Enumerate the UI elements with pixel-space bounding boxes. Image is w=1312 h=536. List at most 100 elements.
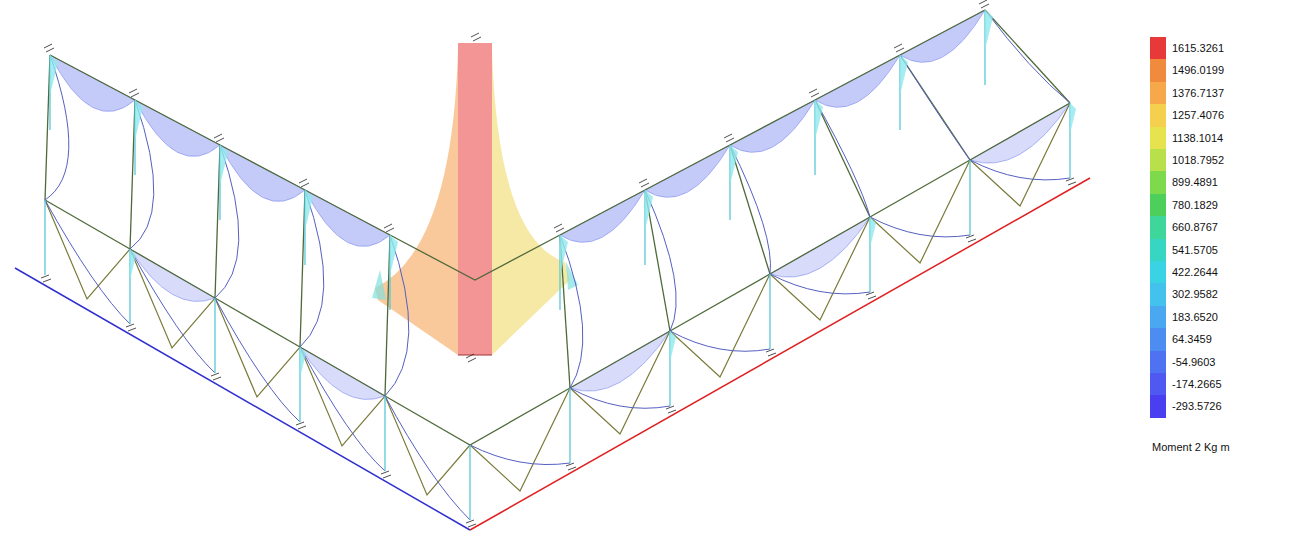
legend-row: 183.6520 [1150,306,1300,328]
cable-arc [560,235,583,388]
legend-row: 302.9582 [1150,283,1300,305]
legend-value: 1018.7952 [1172,149,1224,171]
column-moment [670,331,676,362]
legend-row: 1376.7137 [1150,82,1300,104]
beam [45,103,1070,445]
beam [985,10,1070,103]
column-moment [130,249,136,280]
beam [645,190,670,331]
cable-arc [770,274,870,294]
column [769,274,770,349]
legend-value: 899.4891 [1172,171,1218,193]
legend-swatch [1150,395,1166,417]
legend-value: 1496.0199 [1172,59,1224,81]
legend-value: 1138.1014 [1172,127,1223,149]
column [44,200,45,275]
beam [130,100,135,249]
legend-row: 1018.7952 [1150,149,1300,171]
legend-swatch [1150,59,1166,81]
beam [815,100,870,217]
column-moment [50,55,58,95]
brace [470,103,1070,491]
legend-value: 422.2644 [1172,261,1218,283]
legend-row: 422.2644 [1150,261,1300,283]
column-moment [135,100,143,140]
legend-swatch [1150,306,1166,328]
cable-arc [815,100,870,217]
cable-arc [385,235,409,396]
legend-swatch [1150,373,1166,395]
peak-moment [458,43,492,355]
cable-arc [215,145,239,298]
beam [900,55,970,160]
legend-value: 183.6520 [1172,306,1218,328]
column-moment [220,145,228,185]
cable-arc [300,347,385,471]
column [569,388,570,463]
column-moment [1070,103,1076,134]
ground-axis [15,178,1090,530]
cable-arc [870,217,970,237]
legend-row: 1496.0199 [1150,59,1300,81]
moment-area [50,10,1070,399]
column-moment [390,235,398,275]
peak-moment [458,355,492,356]
legend-value: 1257.4076 [1172,104,1224,126]
cable-arc [385,396,470,520]
legend-swatch [1150,239,1166,261]
legend-row: 1615.3261 [1150,37,1300,59]
peak-moment [492,50,570,355]
legend-swatch [1150,216,1166,238]
cable-arc [570,388,670,408]
legend-value: 302.9582 [1172,283,1218,305]
cable-arc [970,160,1070,180]
column-moment [560,235,568,275]
peak-moment [372,270,386,300]
legend-value: -174.2665 [1172,373,1222,395]
column [214,298,215,373]
legend-value: 64.3459 [1172,328,1212,350]
tick-mark [41,0,1076,527]
cable-arc [730,145,771,274]
legend-swatch [1150,127,1166,149]
tick-mark [466,33,481,362]
cable-arc [900,55,970,160]
beam [300,190,305,347]
cable-arc [670,331,770,351]
legend-row: -293.5726 [1150,395,1300,417]
legend-row: 64.3459 [1150,328,1300,350]
beam [385,235,390,396]
beam [215,145,220,298]
legend-swatch [1150,194,1166,216]
brace [45,103,1070,495]
legend-value: -293.5726 [1172,395,1222,417]
tick-mark [41,178,1076,527]
cable-arc [45,200,130,324]
ground-axis [470,178,1090,530]
cable-arc [215,298,300,422]
cable-arc [130,100,154,249]
beam [730,145,770,274]
legend-row: 899.4891 [1150,171,1300,193]
column [469,445,470,520]
moment-area [220,145,305,202]
moment-area [560,190,645,242]
legend-swatch [1150,283,1166,305]
cable-arc [645,190,676,331]
legend-row: 541.5705 [1150,239,1300,261]
moment-area [135,100,220,157]
column-moment [50,10,1076,378]
legend-swatch [1150,171,1166,193]
legend-unit: Moment 2 Kg m [1152,441,1230,453]
legend-swatch [1150,149,1166,171]
cable-arc [985,10,1070,103]
legend-row: -174.2665 [1150,373,1300,395]
legend-row: 660.8767 [1150,216,1300,238]
beam [50,10,985,280]
legend-value: 1615.3261 [1172,37,1224,59]
column-moment [900,55,908,95]
legend-row: 1138.1014 [1150,127,1300,149]
legend-swatch [1150,82,1166,104]
legend-value: -54.9603 [1172,351,1215,373]
legend-swatch [1150,351,1166,373]
